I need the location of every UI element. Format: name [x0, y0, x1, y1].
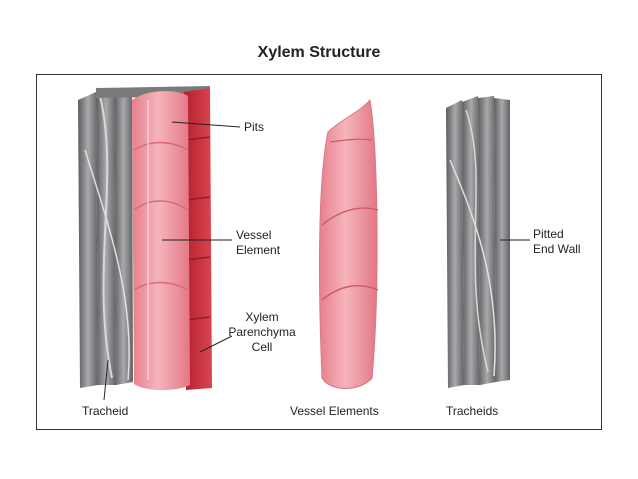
caption-left: Tracheid [82, 404, 129, 418]
caption-middle: Vessel Elements [290, 404, 379, 418]
parenchyma-leader [199, 335, 233, 353]
label-xylem-parenchyma: Xylem Parenchyma Cell [228, 310, 296, 354]
label-vessel-element: Vessel Element [236, 228, 281, 257]
label-pitted-end-wall: Pitted End Wall [533, 227, 581, 256]
right-tracheids [446, 96, 510, 388]
pits-leader [171, 121, 241, 128]
left-tracheids [78, 90, 133, 388]
caption-right: Tracheids [446, 404, 499, 418]
diagram-title: Xylem Structure [257, 44, 381, 61]
vessel-elements-chain [319, 98, 379, 389]
parenchyma-column [184, 88, 212, 390]
label-pits: Pits [244, 120, 265, 134]
vessel-column [132, 91, 190, 391]
tracheid-leader [103, 359, 109, 401]
